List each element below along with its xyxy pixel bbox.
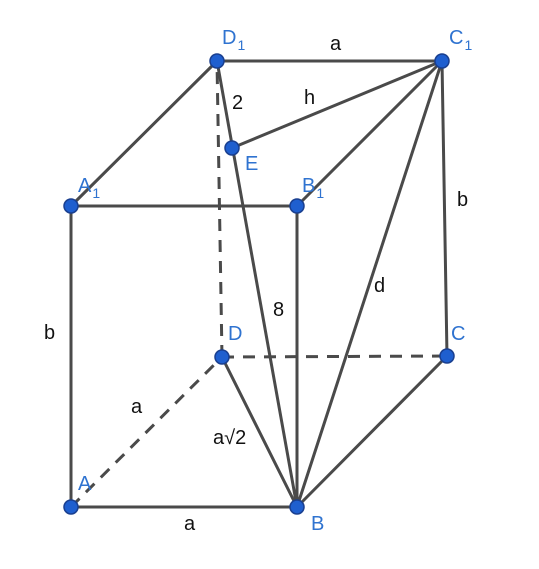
- edge-label-AA1: b: [44, 322, 55, 344]
- edge-C-C1: [440, 59, 449, 358]
- label-vertex-C1: C1: [449, 27, 472, 53]
- edge-label-BC1: d: [374, 275, 385, 297]
- vertex-A1: [63, 198, 79, 214]
- edge-label-DB: a√2: [213, 427, 246, 449]
- label-vertex-D: D: [228, 323, 242, 345]
- label-vertex-B: B: [311, 513, 324, 535]
- edge-label-AB: a: [184, 513, 196, 535]
- vertex-B1: [289, 198, 305, 214]
- label-vertex-D1: D1: [222, 27, 245, 53]
- edge-E-C1: [230, 59, 444, 150]
- vertex-D1: [209, 53, 225, 69]
- vertex-C1: [434, 53, 450, 69]
- vertex-A: [63, 499, 79, 515]
- edge-label-CC1: b: [457, 189, 468, 211]
- edge-B1-C1: [295, 59, 444, 208]
- edge-A-D: [69, 355, 224, 509]
- vertex-B: [289, 499, 305, 515]
- vertex-E: [224, 140, 240, 156]
- label-vertex-C: C: [451, 323, 465, 345]
- edge-D-C: [221, 354, 448, 359]
- edge-D1-B: [215, 59, 299, 509]
- edge-label-EC1: h: [304, 87, 315, 109]
- label-vertex-A: A: [78, 473, 92, 495]
- edge-D-B: [220, 355, 299, 509]
- edge-label-EB: 8: [273, 299, 284, 321]
- vertex-markers: [63, 53, 455, 515]
- edge-B-C1: [295, 59, 444, 509]
- edge-D-D1: [215, 60, 224, 358]
- vertex-C: [439, 348, 455, 364]
- label-vertex-A1: A1: [78, 175, 100, 201]
- edge-label-AD: a: [131, 396, 143, 418]
- edge-A1-D1: [69, 59, 219, 208]
- edge-B-C: [295, 354, 449, 509]
- vertex-D: [214, 349, 230, 365]
- label-vertex-E: E: [245, 153, 258, 175]
- label-vertex-B1: B1: [302, 175, 324, 201]
- edge-label-D1C1: a: [330, 33, 342, 55]
- edge-label-D1E: 2: [232, 92, 243, 114]
